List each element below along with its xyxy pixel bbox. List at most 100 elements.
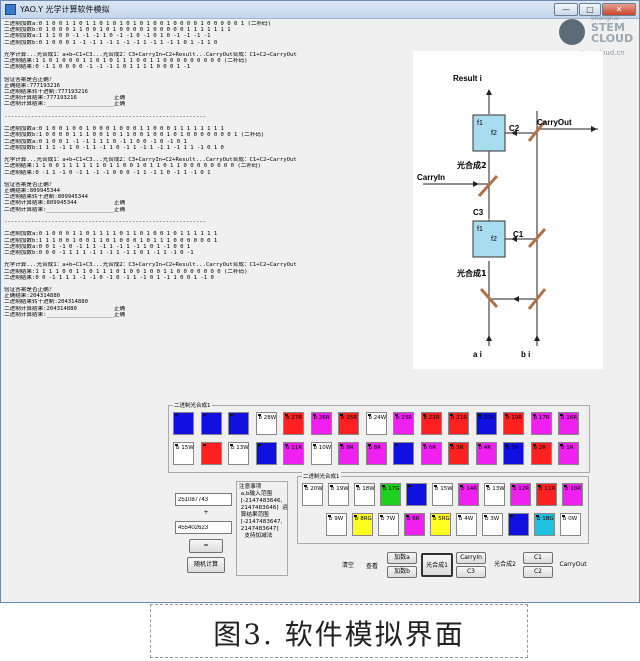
view-addend-a-button[interactable]: 加数a <box>387 552 417 564</box>
bit-marker <box>328 515 331 517</box>
bit-cell: b 9W <box>326 513 347 536</box>
bit-label: b 20W <box>305 486 323 492</box>
console-line: 二进制加数a:0 1 0 0 0 1 1 0 1 1 1 1 0 1 1 0 1… <box>4 231 218 238</box>
synth2-box <box>472 114 506 152</box>
bit-cell: b 15W <box>173 442 194 465</box>
console-line: 二进制加数b:0 1 0 0 0 1 -1 -1 1 -1 1 -1 -1 1 … <box>4 39 218 46</box>
mirror-a <box>479 288 499 308</box>
bit-marker <box>285 444 288 446</box>
equals-button[interactable]: = <box>189 539 223 553</box>
bit-marker <box>202 414 206 416</box>
bit-cell: b 17R <box>530 412 552 435</box>
bit-label: b 23R <box>396 415 413 421</box>
bit-marker <box>340 444 343 446</box>
console-line: 验证答案是否正确？ <box>4 76 55 83</box>
bit-cell: b 1BG <box>534 513 555 536</box>
bit-label: b 13W <box>231 445 249 451</box>
bit-label: b 4W <box>459 516 474 522</box>
view-carryin-button[interactable]: CarryIn <box>456 552 486 564</box>
bit-label: b 5RG <box>433 516 450 522</box>
addend-b-input[interactable] <box>175 521 232 534</box>
bit-cell: b 28W <box>255 412 277 435</box>
console-line: 二进制加数b:0 1 0 0 0 1 1 0 0 1 0 1 0 0 0 0 1… <box>4 27 231 34</box>
view-synth1-button[interactable]: 光合成1 <box>421 553 453 577</box>
bit-label: b 16R <box>561 415 578 421</box>
bit-marker <box>257 414 261 416</box>
bit-marker <box>340 414 343 416</box>
bit-marker <box>512 485 515 487</box>
bit-label: b 18W <box>357 486 375 492</box>
view-synth2-button[interactable]: 光合成2 <box>494 561 516 568</box>
bit-marker <box>175 414 178 416</box>
bit-marker <box>367 444 371 446</box>
bit-cell: b 8RG <box>352 513 373 536</box>
output-console: 二进制加数a:0 1 0 0 1 1 0 1 1 0 1 0 1 0 1 0 1… <box>4 21 304 318</box>
console-line: 二进制加数b:0 0 0 -1 1 1 1 -1 1 -1 1 -1 1 0 1… <box>4 249 194 256</box>
addend-a-input[interactable] <box>175 493 232 506</box>
bit-cell: b 11R <box>283 442 304 465</box>
bit-cell <box>200 442 222 465</box>
bit-marker <box>395 414 398 416</box>
bit-label: b 11R <box>539 486 556 492</box>
console-line: 二进制加数a:0 1 0 0 1 -1 -1 1 1 1 0 -1 1 0 0 … <box>4 138 187 145</box>
clear-button[interactable]: 清空 <box>341 562 354 569</box>
bit-cell: b 24W <box>365 412 387 435</box>
bit-marker <box>312 444 316 446</box>
console-line: 二进制结果:0 -1 1 0 0 0 0 -1 -1 -1 1 0 1 1 1 … <box>4 64 191 71</box>
bit-label: b 6R <box>407 516 420 522</box>
console-line: 二进制加数a:0 1 0 0 1 0 0 1 0 0 0 1 0 0 0 1 1… <box>4 126 224 133</box>
minimize-button[interactable]: — <box>554 3 578 16</box>
bit-cell: b 11R <box>536 483 557 506</box>
bit-marker <box>367 414 371 416</box>
console-line: 二进制计算结果:809945344 正确 <box>4 200 126 207</box>
bit-cell: b 13W <box>484 483 505 506</box>
console-line: 二进制结果转十进制:809945344 <box>4 194 89 201</box>
bit-marker <box>505 414 508 416</box>
bit-marker <box>422 414 426 416</box>
view-c3-button[interactable]: C3 <box>456 566 486 578</box>
bit-cell: b 3R <box>503 442 524 465</box>
bit-label: b 9W <box>329 516 344 522</box>
title-bar[interactable]: YAO.Y 光学计算软件模拟 — □ ✕ <box>1 1 639 19</box>
bit-label: b 1BG <box>537 516 554 522</box>
figure-caption-box: 图3. 软件模拟界面 <box>150 604 528 658</box>
bit-label: b 21R <box>451 415 468 421</box>
bit-marker <box>510 515 513 517</box>
console-line: 正确结果:204314880 <box>4 293 61 300</box>
view-addend-b-button[interactable]: 加数b <box>387 566 417 578</box>
view-c1-button[interactable]: C1 <box>523 552 553 564</box>
bit-cell: b 5RG <box>430 513 451 536</box>
bit-cell: b 4R <box>475 442 497 465</box>
bit-cell: b 7W <box>378 513 399 536</box>
bit-marker <box>395 444 398 446</box>
bit-marker <box>460 485 463 487</box>
bit-cell: b 14R <box>458 483 479 506</box>
bit-label: b 2R <box>533 445 547 451</box>
mirror-c2 <box>527 120 547 142</box>
console-line: 二进制加数b:1 1 1 -1 1 0 -1 1 -1 1 0 -1 1 -1 … <box>4 144 224 151</box>
maximize-button[interactable]: □ <box>579 3 601 16</box>
bit-cell: b 17G <box>380 483 401 506</box>
bit-marker <box>230 444 233 446</box>
bit-cell <box>508 513 529 536</box>
bit-cell <box>173 412 194 435</box>
console-line: 二进制计算结果:____________________正确 <box>4 101 126 108</box>
random-compute-button[interactable]: 随机计算 <box>187 557 225 573</box>
console-line: 二进制结果:1 1 1 1 0 0 1 1 0 1 1 1 0 1 0 0 1 … <box>4 268 248 275</box>
f2-label: f2 <box>491 130 497 137</box>
bit-cell: b 4W <box>456 513 477 536</box>
close-button[interactable]: ✕ <box>602 3 636 16</box>
b-label: b i <box>521 350 530 359</box>
bit-marker <box>257 444 261 446</box>
console-line: 二进制计算结果:____________________正确 <box>4 311 126 318</box>
console-line: 验证答案是否正确？ <box>4 287 55 294</box>
bit-marker <box>175 444 178 446</box>
view-c2-button[interactable]: C2 <box>523 566 553 578</box>
console-line: 二进制结果转十进制:204314880 <box>4 299 89 306</box>
console-line: 二进制计算结果:____________________正确 <box>4 206 126 213</box>
synth1-label: 光合成1 <box>456 268 487 278</box>
view-carryout-button[interactable]: CarryOut <box>559 561 587 568</box>
